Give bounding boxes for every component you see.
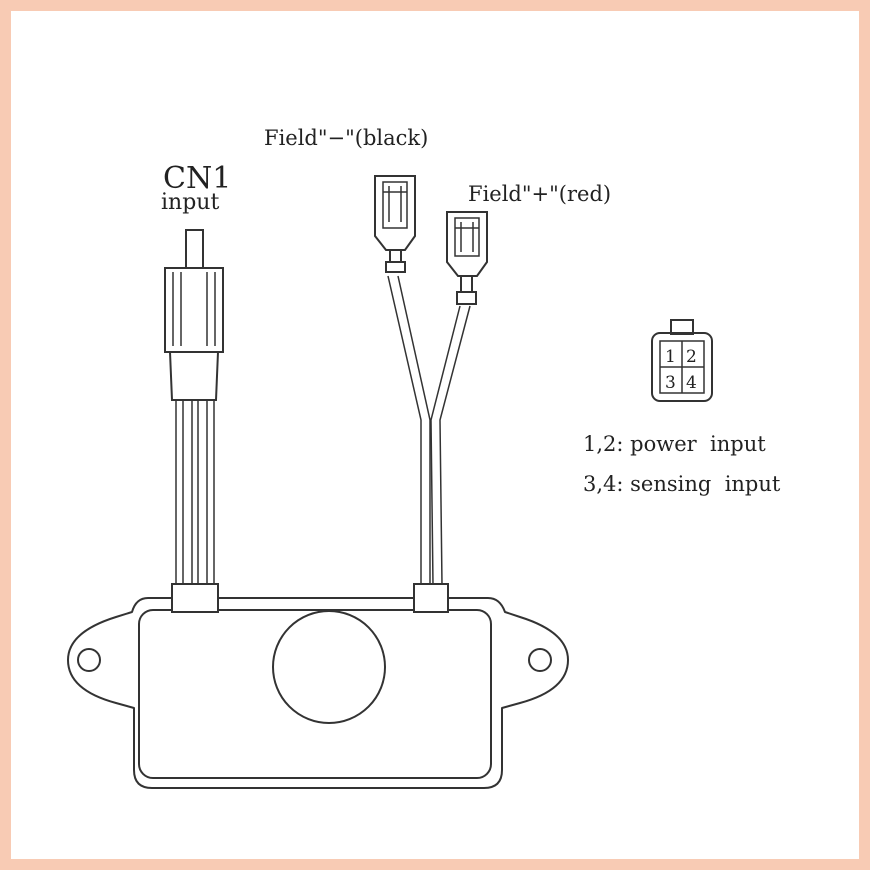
regulator-body (67, 597, 569, 789)
diagram-frame (11, 11, 859, 859)
cn1-grommet (171, 583, 219, 613)
legend-power-input: 1,2: power input (583, 432, 766, 456)
cn1-input-label: input (161, 190, 219, 215)
field-wires (387, 275, 471, 613)
pin-2-label: 2 (686, 347, 697, 367)
field-negative-label: Field"−"(black) (264, 126, 428, 150)
pin-3-label: 3 (665, 373, 676, 393)
pinout-connector (651, 319, 713, 402)
legend-sensing-input: 3,4: sensing input (583, 472, 781, 496)
field-positive-label: Field"+"(red) (468, 182, 611, 206)
mounting-hole-left (77, 648, 101, 672)
cn1-cable (171, 400, 219, 613)
field-grommet (413, 583, 449, 613)
mounting-hole-right (528, 648, 552, 672)
field-negative-terminal (374, 175, 416, 273)
pin-4-label: 4 (686, 373, 697, 393)
pin-1-label: 1 (665, 347, 676, 367)
cn1-label: CN1 (163, 161, 231, 196)
field-positive-terminal (446, 211, 488, 305)
center-boss (272, 610, 386, 724)
cn1-connector (164, 229, 224, 401)
regulator-lid (138, 609, 492, 779)
